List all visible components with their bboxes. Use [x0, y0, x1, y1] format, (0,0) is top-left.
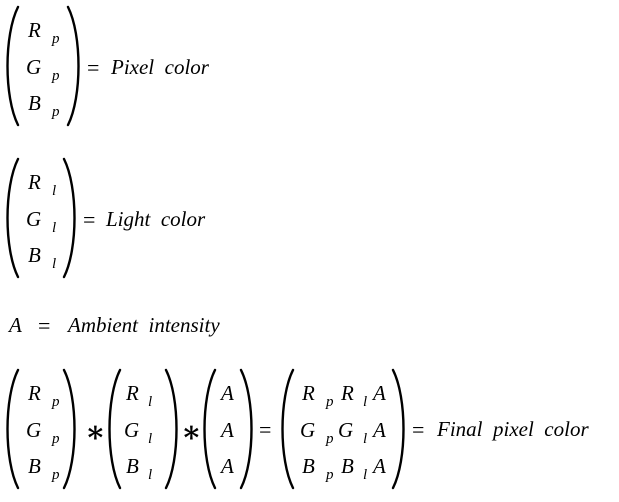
left-paren [203, 368, 217, 490]
product-b-ambient-symbol: A [373, 454, 386, 478]
final-pixel-color-label: Final pixel color [437, 417, 589, 441]
product-r-symbol: R [302, 381, 315, 405]
right-paren [66, 5, 80, 127]
final-pixel-r-symbol: R [28, 381, 41, 405]
final-light-b-symbol: B [126, 454, 139, 478]
final-label-equals-sign: = [412, 417, 425, 442]
light-equals-sign: = [83, 207, 96, 232]
final-pixel-g-subscript: p [52, 431, 60, 447]
final-equals-sign: = [259, 417, 272, 442]
product-b-subscript: p [326, 467, 334, 483]
ambient-intensity-label: Ambient intensity [68, 313, 220, 337]
product-g-light-symbol: G [338, 418, 354, 442]
left-paren [6, 368, 20, 490]
final-pixel-g-symbol: G [26, 418, 42, 442]
final-ambient-1-symbol: A [221, 381, 234, 405]
left-paren [108, 368, 122, 490]
product-r-light-symbol: R [341, 381, 354, 405]
multiply-operator: ∗ [85, 416, 106, 449]
light-g-subscript: l [52, 220, 57, 236]
ambient-symbol: A [9, 313, 22, 337]
product-r-ambient-symbol: A [373, 381, 386, 405]
pixel-b-subscript: p [52, 104, 60, 120]
product-b-symbol: B [302, 454, 315, 478]
product-r-light-subscript: l [363, 394, 368, 410]
final-ambient-2-symbol: A [221, 418, 234, 442]
light-b-symbol: B [28, 243, 41, 267]
pixel-color-label: Pixel color [111, 55, 209, 79]
right-paren [164, 368, 178, 490]
pixel-g-symbol: G [26, 55, 42, 79]
pixel-equals-sign: = [87, 55, 100, 80]
product-g-symbol: G [300, 418, 316, 442]
light-r-symbol: R [28, 170, 41, 194]
pixel-b-symbol: B [28, 91, 41, 115]
pixel-r-subscript: p [52, 31, 60, 47]
product-g-subscript: p [326, 431, 334, 447]
right-paren [62, 157, 76, 279]
final-light-r-subscript: l [148, 394, 153, 410]
product-b-light-symbol: B [341, 454, 354, 478]
light-b-subscript: l [52, 256, 57, 272]
final-pixel-b-symbol: B [28, 454, 41, 478]
right-paren [62, 368, 76, 490]
product-r-subscript: p [326, 394, 334, 410]
final-light-g-subscript: l [148, 431, 153, 447]
light-r-subscript: l [52, 183, 57, 199]
left-paren [6, 157, 20, 279]
pixel-g-subscript: p [52, 68, 60, 84]
product-g-ambient-symbol: A [373, 418, 386, 442]
right-paren [239, 368, 253, 490]
left-paren [281, 368, 295, 490]
final-pixel-r-subscript: p [52, 394, 60, 410]
ambient-equals-sign: = [38, 313, 51, 338]
final-pixel-b-subscript: p [52, 467, 60, 483]
product-b-light-subscript: l [363, 467, 368, 483]
right-paren [391, 368, 405, 490]
final-light-r-symbol: R [126, 381, 139, 405]
product-g-light-subscript: l [363, 431, 368, 447]
final-ambient-3-symbol: A [221, 454, 234, 478]
pixel-r-symbol: R [28, 18, 41, 42]
multiply-operator: ∗ [181, 416, 202, 449]
left-paren [6, 5, 20, 127]
final-light-g-symbol: G [124, 418, 140, 442]
light-color-label: Light color [106, 207, 206, 231]
light-g-symbol: G [26, 207, 42, 231]
final-light-b-subscript: l [148, 467, 153, 483]
